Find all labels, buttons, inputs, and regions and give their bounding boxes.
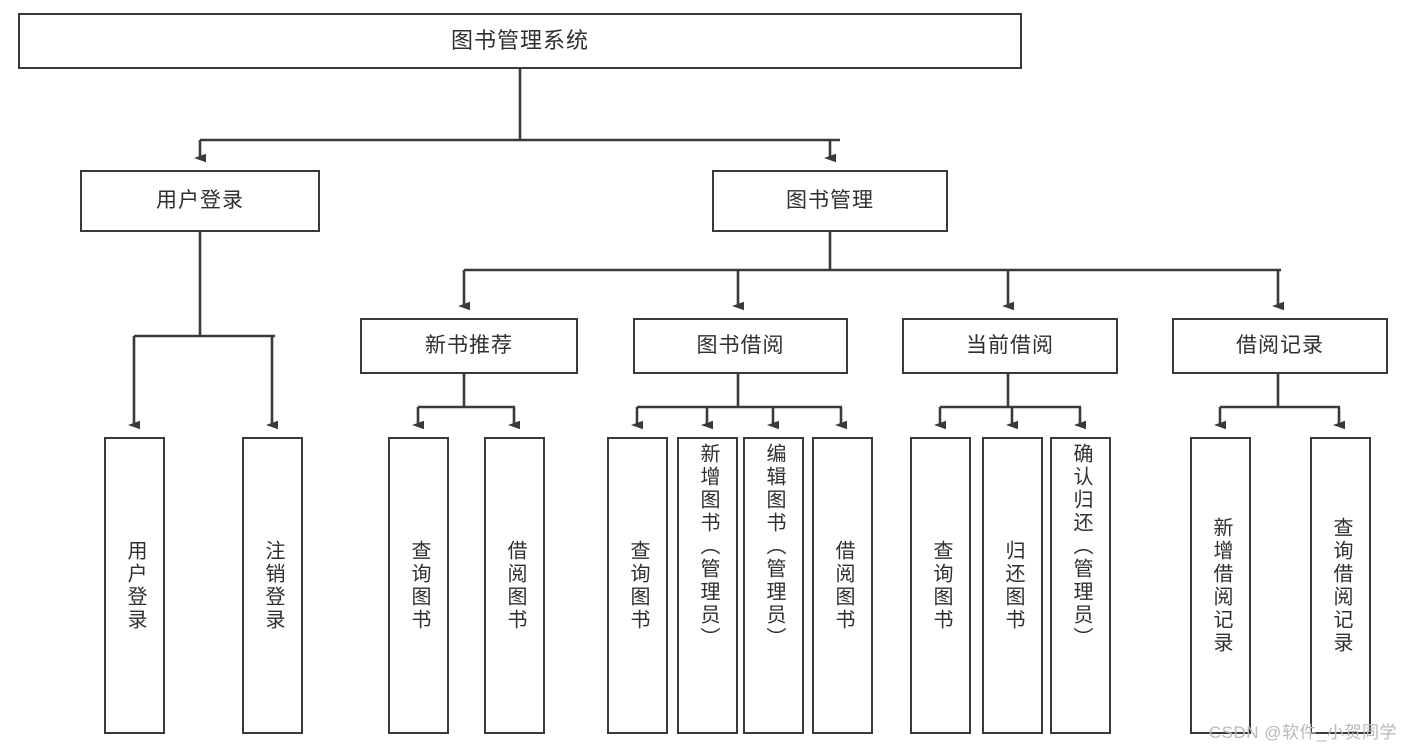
- watermark-text: CSDN @软件_小贺同学: [1208, 723, 1397, 742]
- node-label: 图书管理系统: [450, 28, 589, 54]
- node-leaf-add-book-admin[interactable]: 新增图书（管理员）: [677, 437, 738, 734]
- node-label: 编辑图书（管理员）: [763, 443, 785, 650]
- node-label: 图书借阅: [696, 333, 785, 357]
- node-user-login[interactable]: 用户登录: [80, 170, 320, 232]
- node-leaf-confirm-return-admin[interactable]: 确认归还（管理员）: [1050, 437, 1111, 734]
- node-label: 新增借阅记录: [1210, 516, 1232, 655]
- node-leaf-query-book-3[interactable]: 查询图书: [910, 437, 971, 734]
- node-label: 查询图书: [930, 539, 952, 632]
- node-book-management-system[interactable]: 图书管理系统: [18, 13, 1022, 69]
- node-label: 用户登录: [124, 539, 146, 632]
- node-leaf-user-login[interactable]: 用户登录: [104, 437, 165, 734]
- node-book-borrow[interactable]: 图书借阅: [633, 318, 848, 374]
- node-label: 借阅图书: [832, 539, 854, 632]
- node-label: 借阅记录: [1236, 333, 1324, 357]
- node-leaf-query-book-1[interactable]: 查询图书: [388, 437, 449, 734]
- node-borrow-records[interactable]: 借阅记录: [1172, 318, 1388, 374]
- node-leaf-borrow-book-1[interactable]: 借阅图书: [484, 437, 545, 734]
- node-label: 查询借阅记录: [1330, 516, 1352, 655]
- node-leaf-return-book[interactable]: 归还图书: [982, 437, 1043, 734]
- node-label: 借阅图书: [504, 539, 526, 632]
- node-leaf-add-borrow-record[interactable]: 新增借阅记录: [1190, 437, 1251, 734]
- node-new-book-recommend[interactable]: 新书推荐: [360, 318, 578, 374]
- node-leaf-borrow-book-2[interactable]: 借阅图书: [812, 437, 873, 734]
- node-label: 查询图书: [627, 539, 649, 632]
- node-label: 注销登录: [262, 539, 284, 632]
- node-book-manage[interactable]: 图书管理: [712, 170, 948, 232]
- node-label: 归还图书: [1002, 539, 1024, 632]
- node-label: 查询图书: [408, 539, 430, 632]
- node-label: 当前借阅: [966, 333, 1054, 357]
- node-leaf-query-book-2[interactable]: 查询图书: [607, 437, 668, 734]
- node-label: 新增图书（管理员）: [697, 443, 719, 650]
- node-leaf-query-borrow-record[interactable]: 查询借阅记录: [1310, 437, 1371, 734]
- node-current-borrow[interactable]: 当前借阅: [902, 318, 1118, 374]
- node-label: 确认归还（管理员）: [1070, 443, 1092, 650]
- node-leaf-edit-book-admin[interactable]: 编辑图书（管理员）: [743, 437, 804, 734]
- node-leaf-logout[interactable]: 注销登录: [242, 437, 303, 734]
- node-label: 新书推荐: [425, 333, 513, 357]
- node-label: 用户登录: [156, 188, 244, 212]
- node-label: 图书管理: [786, 188, 874, 212]
